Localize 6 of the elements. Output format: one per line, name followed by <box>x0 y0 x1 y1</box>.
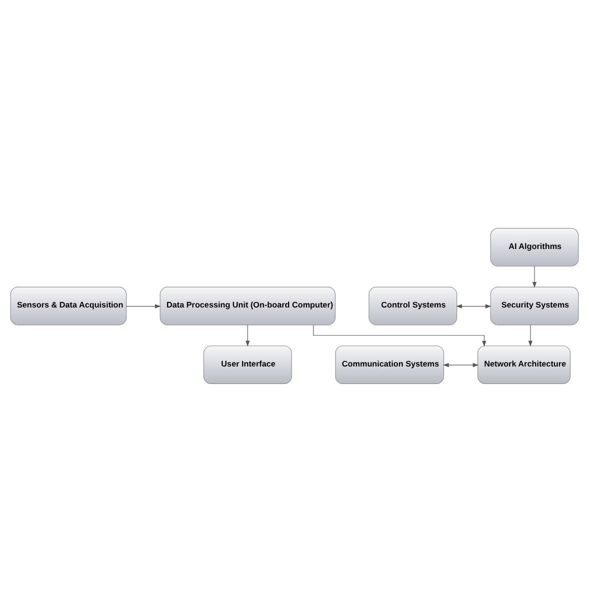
arrow <box>528 324 532 347</box>
arrow <box>456 304 492 308</box>
arrow <box>532 266 537 288</box>
arrow <box>126 304 161 308</box>
arrow <box>246 324 250 347</box>
arrow <box>443 363 479 368</box>
